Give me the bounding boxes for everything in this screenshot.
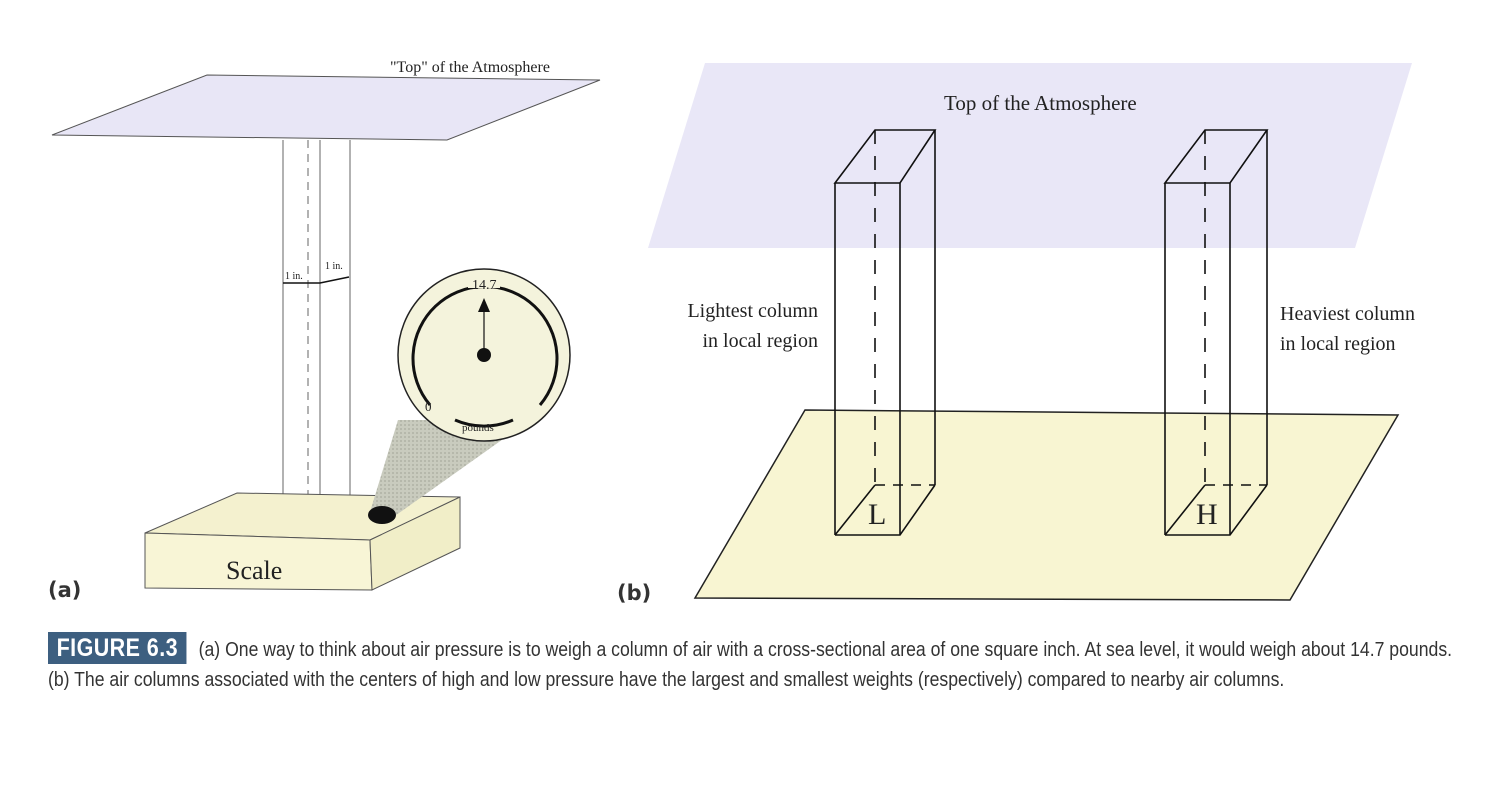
- figure-caption: FIGURE 6.3(a) One way to think about air…: [48, 632, 1458, 695]
- panel-a: "Top" of the Atmosphere 1 in. 1 in.: [48, 59, 601, 602]
- pressure-dial: [397, 268, 571, 442]
- dial-min-value: 0: [425, 399, 432, 414]
- panel-b-label: (b): [617, 581, 651, 605]
- low-pressure-marker: L: [868, 498, 886, 531]
- scale-label: Scale: [226, 556, 282, 585]
- scale-box: [144, 492, 461, 591]
- lightest-column-label-1: Lightest column: [687, 300, 818, 322]
- lightest-column-label-2: in local region: [702, 330, 818, 352]
- atmosphere-top-plane: [648, 63, 1412, 248]
- panel-a-label: (a): [48, 578, 81, 602]
- heaviest-column-label-2: in local region: [1280, 333, 1396, 355]
- atmosphere-top-plane: [51, 74, 601, 141]
- high-pressure-marker: H: [1196, 498, 1218, 531]
- low-pressure-column: [833, 129, 937, 536]
- high-pressure-column: [1163, 129, 1269, 536]
- panel-b: Top of the Atmosphere L H Lightest colum…: [617, 63, 1415, 605]
- atmosphere-top-label: "Top" of the Atmosphere: [390, 59, 550, 76]
- dimension-label-left: 1 in.: [285, 271, 303, 282]
- caption-text: (a) One way to think about air pressure …: [48, 638, 1453, 691]
- scale-sensor: [368, 506, 396, 524]
- atmosphere-top-label: Top of the Atmosphere: [944, 91, 1137, 115]
- heaviest-column-label-1: Heaviest column: [1280, 303, 1415, 325]
- figure-number-badge: FIGURE 6.3: [48, 632, 187, 664]
- ground-plane: [693, 409, 1400, 601]
- magnifier-cone: [370, 420, 530, 518]
- dial-unit: pounds: [462, 422, 494, 434]
- dial-max-value: 14.7: [472, 278, 497, 293]
- air-column: [282, 140, 351, 519]
- dimension-label-right: 1 in.: [325, 261, 343, 272]
